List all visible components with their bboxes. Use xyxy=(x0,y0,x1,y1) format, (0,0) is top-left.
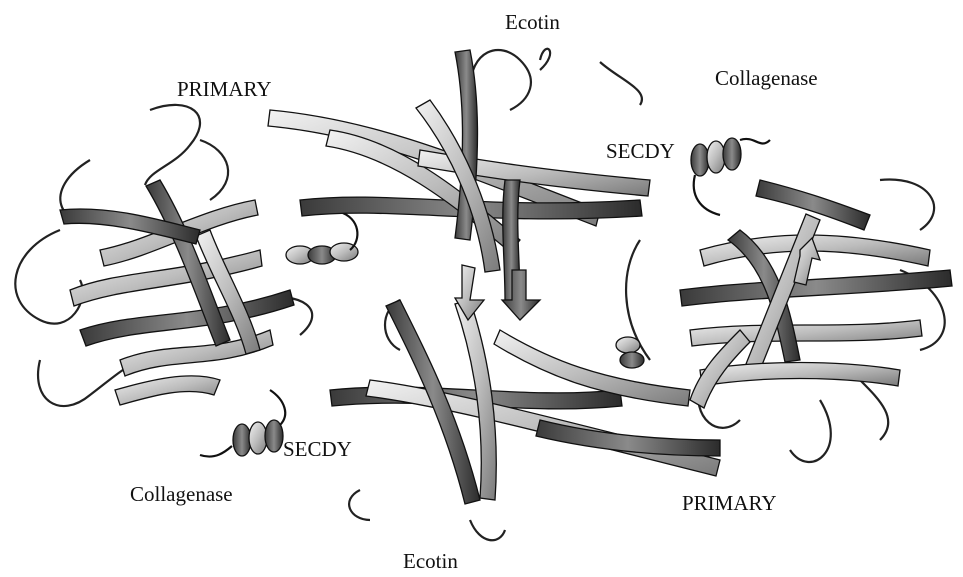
ecotin-bottom-label: Ecotin xyxy=(403,551,458,572)
left-helix-bottom xyxy=(200,390,285,457)
left-loop xyxy=(15,230,82,324)
ecotin-strand xyxy=(536,420,720,456)
right-strand xyxy=(690,320,922,346)
collagenase-bottom-label: Collagenase xyxy=(130,484,233,505)
left-loop xyxy=(145,105,200,185)
primary-right-label: PRIMARY xyxy=(682,493,777,514)
ecotin-loop xyxy=(470,50,531,110)
right-helix-side xyxy=(616,337,644,368)
right-collagenase-domain xyxy=(616,138,952,462)
right-strand xyxy=(680,270,952,306)
ecotin-top-label: Ecotin xyxy=(505,12,560,33)
ecotin-loop xyxy=(470,520,505,540)
right-loop xyxy=(860,380,888,440)
ecotin-loop xyxy=(540,49,550,70)
ecotin-loop xyxy=(349,490,370,520)
central-ecotin-dimer xyxy=(268,49,720,540)
right-loop xyxy=(790,400,831,462)
right-loop xyxy=(880,180,934,230)
secdy-bottom-label: SECDY xyxy=(283,439,352,460)
left-strand xyxy=(115,376,220,405)
left-collagenase-domain xyxy=(15,105,358,457)
primary-left-label: PRIMARY xyxy=(177,79,272,100)
ecotin-loop xyxy=(600,62,642,105)
right-strand xyxy=(700,363,900,387)
left-helix-top xyxy=(286,212,358,264)
left-loop xyxy=(200,140,228,200)
collagenase-top-label: Collagenase xyxy=(715,68,818,89)
secdy-top-label: SECDY xyxy=(606,141,675,162)
right-helix-top xyxy=(691,138,770,215)
